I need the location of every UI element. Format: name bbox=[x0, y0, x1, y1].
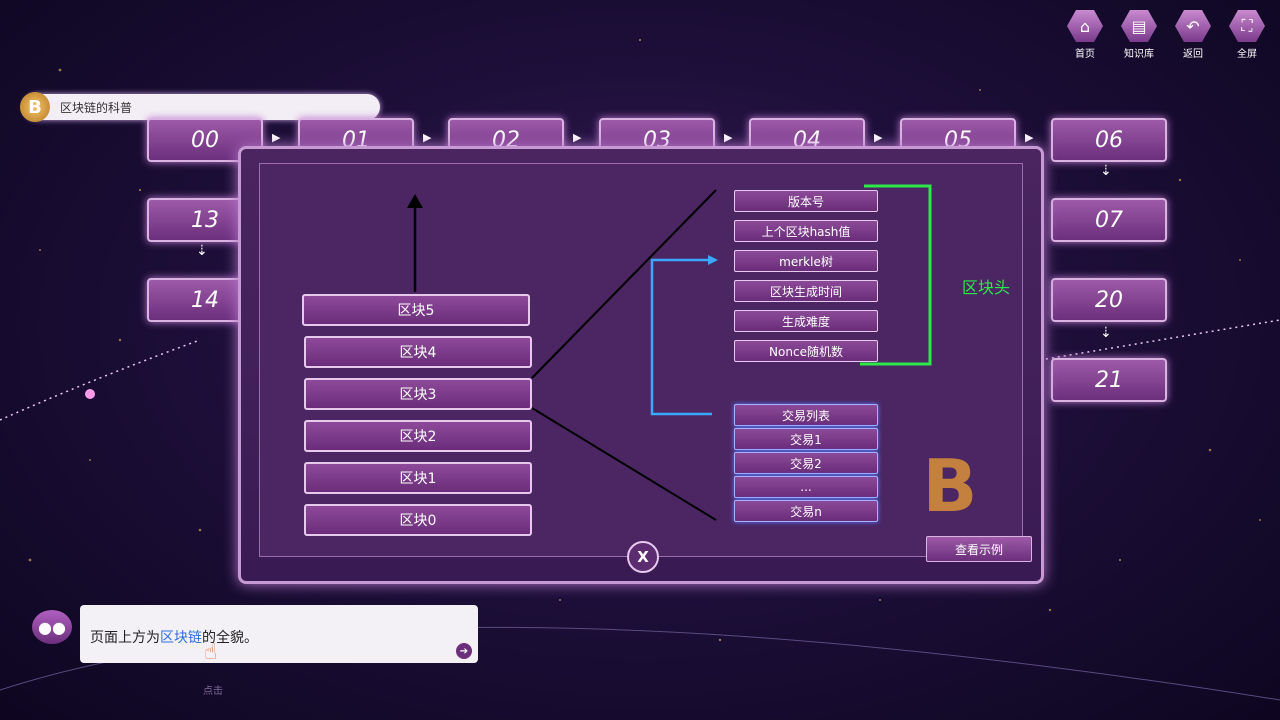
header-field-prev-hash: 上个区块hash值 bbox=[734, 220, 878, 242]
lesson-title: 区块链的科普 bbox=[60, 100, 133, 115]
close-icon[interactable]: X bbox=[627, 541, 659, 573]
structure-connectors bbox=[407, 184, 932, 521]
step-box-06[interactable]: 06 bbox=[1051, 118, 1167, 162]
narration-prefix: 页面上方为 bbox=[90, 630, 160, 646]
modal-content-area: 区块5 区块4 区块3 区块2 区块1 区块0 版本号 上个区块hash值 me… bbox=[259, 163, 1032, 562]
block-item[interactable]: 区块4 bbox=[304, 336, 532, 368]
home-button[interactable]: ⌂ 首页 bbox=[1062, 10, 1108, 60]
fullscreen-label: 全屏 bbox=[1237, 49, 1257, 60]
narration-dialog: 页面上方为区块链的全貌。 ➔ bbox=[80, 605, 478, 663]
block-item[interactable]: 区块0 bbox=[304, 504, 532, 536]
flow-arrow-down-icon: ⇣ bbox=[1100, 163, 1112, 179]
transaction-item: 交易n bbox=[734, 500, 878, 522]
view-example-button[interactable]: 查看示例 bbox=[926, 536, 1032, 562]
flow-arrow-right-icon: ▶ bbox=[423, 131, 432, 144]
narration-suffix: 的全貌。 bbox=[202, 630, 258, 646]
transaction-item: 交易2 bbox=[734, 452, 878, 474]
knowledge-base-button[interactable]: ▤ 知识库 bbox=[1116, 10, 1162, 60]
bitcoin-coin-icon: B bbox=[20, 92, 50, 122]
top-navigation: ⌂ 首页 ▤ 知识库 ↶ 返回 ⛶ 全屏 bbox=[1062, 10, 1270, 60]
block-item[interactable]: 区块5 bbox=[302, 294, 530, 326]
next-arrow-icon[interactable]: ➔ bbox=[456, 643, 472, 659]
pointing-hand-icon: ☝ bbox=[204, 640, 218, 665]
book-icon: ▤ bbox=[1121, 10, 1157, 42]
back-button[interactable]: ↶ 返回 bbox=[1170, 10, 1216, 60]
header-field-version: 版本号 bbox=[734, 190, 878, 212]
flow-arrow-right-icon: ▶ bbox=[1025, 131, 1034, 144]
flow-arrow-down-icon: ⇣ bbox=[196, 243, 208, 259]
header-field-difficulty: 生成难度 bbox=[734, 310, 878, 332]
step-box-21[interactable]: 21 bbox=[1051, 358, 1167, 402]
chat-bubble-icon: ●● bbox=[32, 610, 72, 644]
flow-arrow-down-icon: ⇣ bbox=[1100, 325, 1112, 341]
transaction-item: 交易1 bbox=[734, 428, 878, 450]
lesson-title-bar: B 区块链的科普 bbox=[20, 92, 380, 122]
knowledge-base-label: 知识库 bbox=[1124, 49, 1154, 60]
fullscreen-icon: ⛶ bbox=[1229, 10, 1265, 42]
transaction-item: ... bbox=[734, 476, 878, 498]
step-box-07[interactable]: 07 bbox=[1051, 198, 1167, 242]
flow-arrow-right-icon: ▶ bbox=[724, 131, 733, 144]
click-hint-label: 点击 bbox=[203, 686, 223, 697]
step-box-20[interactable]: 20 bbox=[1051, 278, 1167, 322]
narration-highlight-link[interactable]: 区块链 bbox=[160, 630, 202, 646]
header-field-merkle: merkle树 bbox=[734, 250, 878, 272]
back-icon: ↶ bbox=[1175, 10, 1211, 42]
bitcoin-logo-icon: B bbox=[922, 444, 978, 528]
flow-arrow-right-icon: ▶ bbox=[272, 131, 281, 144]
block-item[interactable]: 区块2 bbox=[304, 420, 532, 452]
narration-text: 页面上方为区块链的全貌。 bbox=[90, 627, 258, 647]
block-header-label: 区块头 bbox=[962, 278, 1011, 297]
blockchain-structure-modal: 区块5 区块4 区块3 区块2 区块1 区块0 版本号 上个区块hash值 me… bbox=[238, 146, 1044, 584]
header-field-nonce: Nonce随机数 bbox=[734, 340, 878, 362]
flow-arrow-right-icon: ▶ bbox=[573, 131, 582, 144]
block-item[interactable]: 区块1 bbox=[304, 462, 532, 494]
home-label: 首页 bbox=[1075, 49, 1095, 60]
flow-arrow-right-icon: ▶ bbox=[874, 131, 883, 144]
fullscreen-button[interactable]: ⛶ 全屏 bbox=[1224, 10, 1270, 60]
back-label: 返回 bbox=[1183, 49, 1203, 60]
header-field-timestamp: 区块生成时间 bbox=[734, 280, 878, 302]
home-icon: ⌂ bbox=[1067, 10, 1103, 42]
transaction-list-header: 交易列表 bbox=[734, 404, 878, 426]
block-item[interactable]: 区块3 bbox=[304, 378, 532, 410]
